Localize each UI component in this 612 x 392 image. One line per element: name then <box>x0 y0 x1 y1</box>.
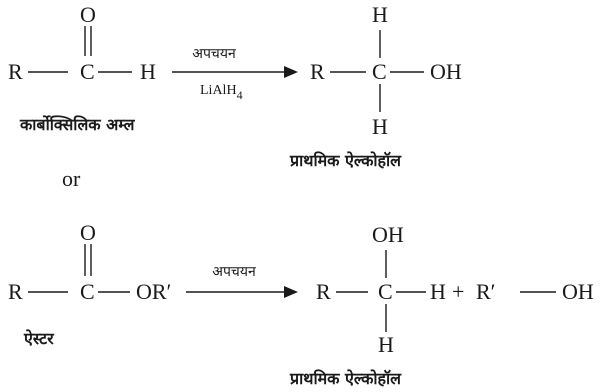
reactant1-R: R <box>8 59 23 84</box>
arrow1-top-label: अपचयन <box>192 46 236 62</box>
reactant2-label: ऐस्टर <box>23 329 55 348</box>
product1-R: R <box>310 59 325 84</box>
arrow2-head <box>284 286 298 298</box>
product2-H-right: H <box>430 279 446 304</box>
product2-R: R <box>316 279 331 304</box>
product1-label: प्राथमिक ऐल्कोहॉल <box>289 151 402 170</box>
reactant2-OR: OR′ <box>136 279 171 304</box>
reactant2-O: O <box>80 220 96 245</box>
arrow-1: अपचयन LiAlH4 <box>172 46 298 102</box>
reactant2-R: R <box>8 279 23 304</box>
reactant-2: R C OR′ O ऐस्टर <box>8 220 171 348</box>
arrow1-head <box>284 66 298 78</box>
reactant1-H: H <box>140 59 156 84</box>
separator-or: or <box>62 166 81 191</box>
arrow-2: अपचयन <box>186 264 298 298</box>
reactant1-label: कार्बोक्सिलिक अम्ल <box>19 115 136 134</box>
product-1: R C OH H H प्राथमिक ऐल्कोहॉल <box>289 2 462 170</box>
reaction-1: R C H O कार्बोक्सिलिक अम्ल अपचयन LiAlH4 … <box>8 2 462 170</box>
arrow1-bottom-label: LiAlH4 <box>200 83 243 102</box>
product2-R-prime: R′ <box>476 279 496 304</box>
reactant-1: R C H O कार्बोक्सिलिक अम्ल <box>8 2 156 134</box>
product2-OH-top: OH <box>372 222 404 247</box>
product2-C: C <box>378 279 393 304</box>
product2-OH-end: OH <box>562 279 594 304</box>
reactant1-O: O <box>80 2 96 27</box>
product-2: R C H + R′ OH OH H प्राथमिक ऐल्कोहॉल <box>289 222 594 388</box>
product1-H-bottom: H <box>372 114 388 139</box>
reaction-2: R C OR′ O ऐस्टर अपचयन R C H + R′ OH <box>8 220 594 388</box>
product1-C: C <box>372 59 387 84</box>
arrow2-top-label: अपचयन <box>212 264 256 280</box>
reactant1-C: C <box>80 59 95 84</box>
product2-plus: + <box>452 279 464 304</box>
product2-label: प्राथमिक ऐल्कोहॉल <box>289 369 402 388</box>
product1-H-top: H <box>372 2 388 27</box>
product2-H-bottom: H <box>378 332 394 357</box>
reactant2-C: C <box>80 279 95 304</box>
product1-OH: OH <box>430 59 462 84</box>
